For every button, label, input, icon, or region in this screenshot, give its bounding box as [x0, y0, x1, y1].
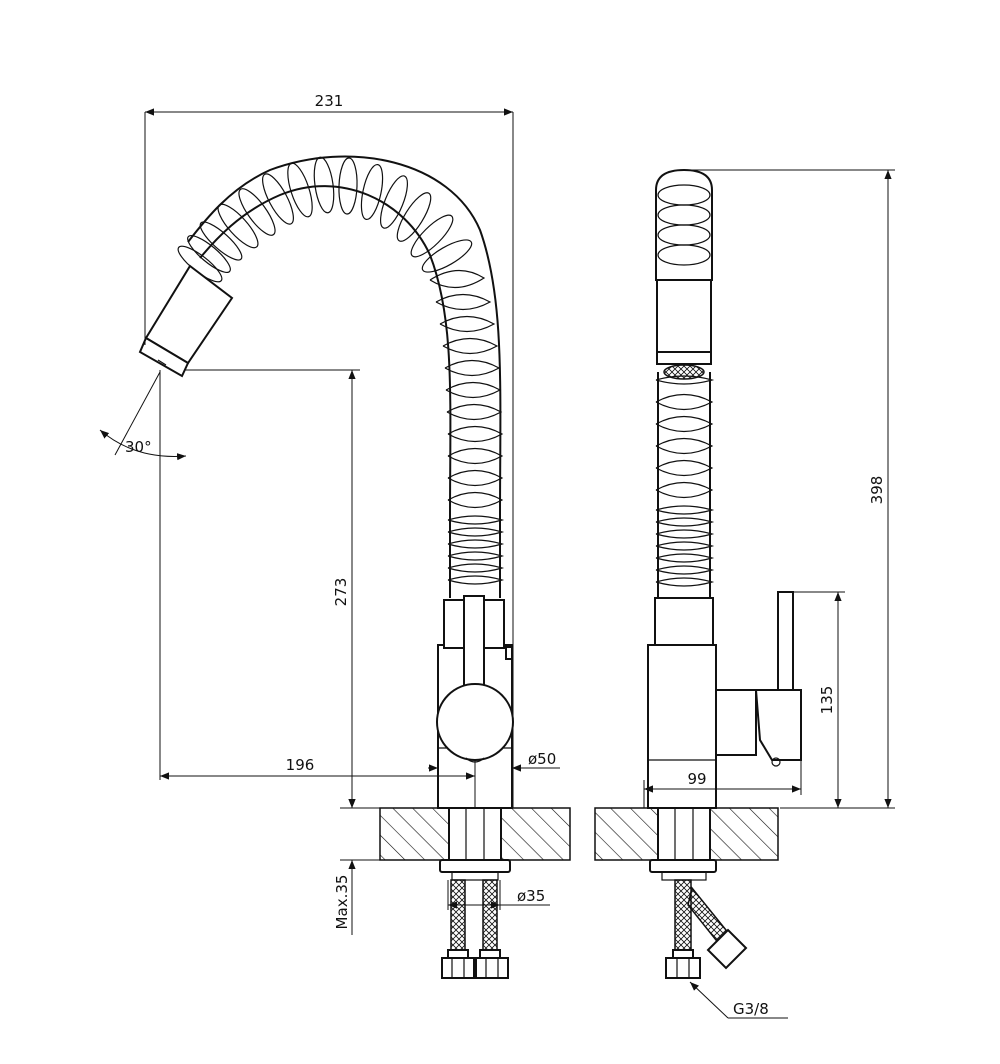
spring-spout-left	[177, 155, 505, 598]
faucet-body-left	[436, 595, 514, 809]
dim-lever-height-label: 135	[818, 686, 836, 715]
dim-max-thickness: Max.35	[333, 790, 440, 935]
dim-shank-diameter: ø35	[447, 880, 550, 910]
dim-reach: 196	[159, 370, 476, 808]
dim-overall-width: 231	[144, 92, 514, 808]
dim-shank-diameter-label: ø35	[517, 887, 545, 905]
countertop-section-right	[594, 807, 779, 861]
dim-connection: G3/8	[689, 981, 788, 1019]
dim-connection-label: G3/8	[733, 1000, 769, 1018]
spray-head-left	[138, 264, 234, 378]
dim-spout-height: 273	[185, 369, 360, 808]
dim-angle-label: 30°	[125, 438, 152, 456]
dim-max-thickness-label: Max.35	[333, 875, 351, 930]
dim-spout-height-label: 273	[332, 578, 350, 607]
dim-total-height-label: 398	[868, 476, 886, 505]
spray-head-right	[655, 168, 713, 380]
dim-angle: 30°	[99, 371, 187, 470]
dim-body-diameter-label: ø50	[528, 750, 556, 768]
dim-overall-width-label: 231	[315, 92, 344, 110]
countertop-section-left	[379, 807, 571, 861]
spring-spout-right	[655, 372, 715, 598]
dim-total-height: 398	[690, 169, 895, 809]
under-counter-fittings-right	[649, 859, 748, 979]
dim-lever-height: 135	[793, 591, 845, 808]
dim-lever-reach: 99	[643, 760, 802, 808]
front-view: 231 273 196 30° ø50	[99, 92, 571, 979]
faucet-body-right	[647, 591, 802, 809]
under-counter-fittings-left	[439, 859, 511, 979]
dim-reach-label: 196	[286, 756, 315, 774]
side-view: 398 135 99 G3/8	[594, 168, 895, 1019]
dim-body-diameter: ø50	[428, 750, 560, 808]
dim-lever-reach-label: 99	[687, 770, 706, 788]
